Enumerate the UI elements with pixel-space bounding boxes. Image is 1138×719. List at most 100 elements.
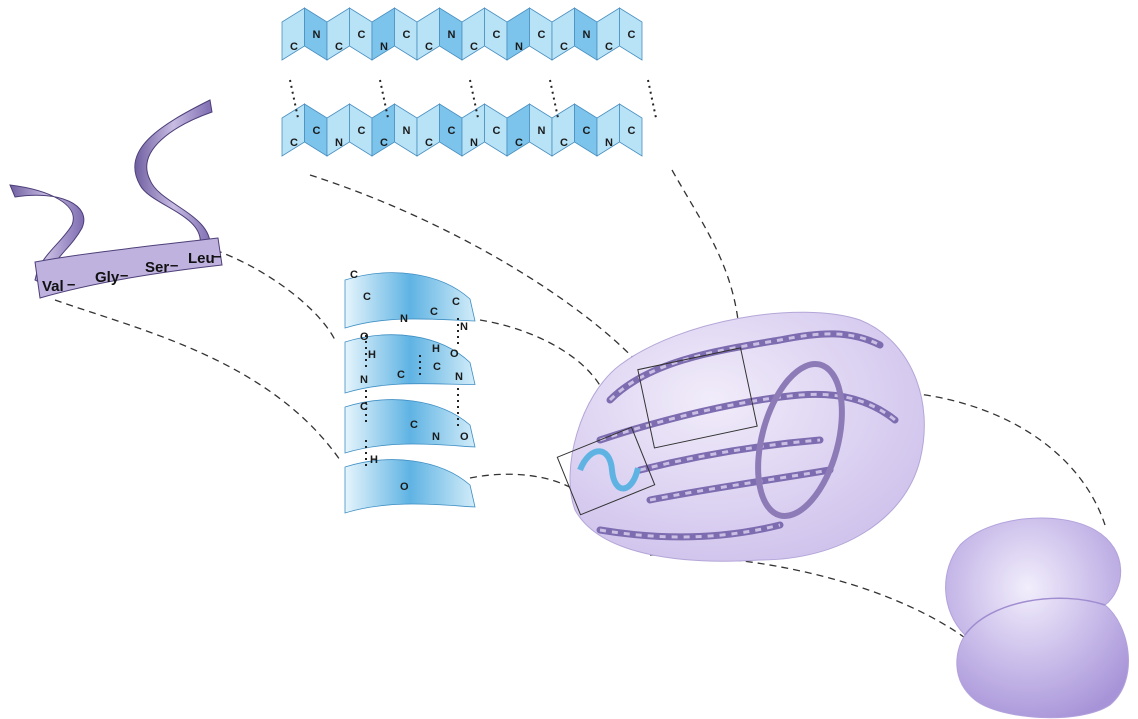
helix-atom: N <box>455 371 463 383</box>
sheet-atom: C <box>515 137 523 149</box>
helix-atom: N <box>460 321 468 333</box>
protein-ribbon <box>606 330 884 404</box>
sheet-atom: N <box>403 125 411 137</box>
helix-atom: N <box>360 374 368 386</box>
sheet-atom: N <box>380 41 388 53</box>
sheet-atom: C <box>335 41 343 53</box>
helix-atom: C <box>430 306 438 318</box>
helix-turn <box>344 334 476 394</box>
sheet-pleat <box>619 103 643 157</box>
protein-ribbon-highlight <box>599 523 781 539</box>
residue-labels: Val–Gly–Ser–Leu– <box>42 248 221 295</box>
sheet-atom: C <box>560 137 568 149</box>
quaternary-structure <box>945 517 1129 719</box>
protein-ribbon-highlight <box>599 392 896 442</box>
connector-protein-to-quat-top <box>899 391 1106 526</box>
helix-atom: H <box>432 343 440 355</box>
residue-3: Leu <box>188 250 215 267</box>
sheet-atom: C <box>448 125 456 137</box>
sheet-atom: N <box>335 137 343 149</box>
helix-atom: C <box>350 269 358 281</box>
subunit-blob-icon <box>945 517 1129 719</box>
sheet-atom: N <box>583 29 591 41</box>
sheet-atom: N <box>538 125 546 137</box>
helix-atom: H <box>368 349 376 361</box>
connector-protein-to-quat-bottom <box>649 554 969 641</box>
sheet-atom: C <box>358 29 366 41</box>
primary-structure: Val–Gly–Ser–Leu– <box>9 99 223 299</box>
sheet-atom: C <box>425 41 433 53</box>
hydrogen-bond <box>469 79 479 119</box>
tertiary-structure <box>556 311 925 562</box>
helix-atom: C <box>452 296 460 308</box>
helix-atom: C <box>410 419 418 431</box>
connector-helix-to-protein-top <box>479 319 606 396</box>
sheet-atom: N <box>605 137 613 149</box>
sheet-atom: C <box>425 137 433 149</box>
residue-separator: – <box>213 248 221 265</box>
sheet-atom: N <box>515 41 523 53</box>
residue-1: Gly <box>95 269 120 286</box>
helix-turn <box>344 399 476 454</box>
sheet-atom: C <box>628 29 636 41</box>
helix-atom: O <box>360 331 369 343</box>
residue-separator: – <box>67 276 75 293</box>
protein-ribbon-highlight <box>639 438 821 472</box>
sheet-atom: C <box>628 125 636 137</box>
connector-helix-to-protein-bottom <box>469 473 576 491</box>
sheet-atom: N <box>313 29 321 41</box>
residue-separator: – <box>120 267 128 284</box>
connector-primary-to-helix-top <box>214 249 336 341</box>
tertiary-ribbons <box>577 330 899 541</box>
protein-ribbon-highlight <box>649 468 831 502</box>
helix-turn <box>344 459 476 514</box>
sheet-atom: C <box>493 125 501 137</box>
helix-hydrogen-bonds <box>365 318 459 470</box>
sheet-highlight-box <box>637 347 758 449</box>
helix-atom: C <box>360 401 368 413</box>
sheet-atom: C <box>290 41 298 53</box>
sheet-atom: C <box>403 29 411 41</box>
hydrogen-bond <box>379 79 389 119</box>
connector-sheet-to-protein-right <box>671 169 739 321</box>
helix-atom: C <box>433 361 441 373</box>
helix-atom: N <box>432 431 440 443</box>
protein-loop <box>755 361 845 519</box>
helix-atom: C <box>397 369 405 381</box>
hydrogen-bond <box>289 79 299 119</box>
helix-atom: H <box>370 454 378 466</box>
sheet-atom: C <box>313 125 321 137</box>
residue-separator: – <box>170 257 178 274</box>
beta-hydrogen-bonds <box>289 79 657 119</box>
protein-helix-segment <box>577 448 641 492</box>
sheet-atom: N <box>448 29 456 41</box>
sheet-pleat <box>619 7 643 61</box>
helix-turn <box>344 272 476 329</box>
sheet-atom: C <box>358 125 366 137</box>
helix-atom: N <box>400 313 408 325</box>
ribbon-icon <box>134 99 213 251</box>
connector-primary-to-helix-bottom <box>54 299 341 461</box>
helix-highlight-box <box>556 426 656 516</box>
hydrogen-bond <box>549 79 559 119</box>
sheet-atom: C <box>470 41 478 53</box>
helix-atom: O <box>450 348 459 360</box>
helix-atom: O <box>460 431 469 443</box>
sheet-atom: C <box>493 29 501 41</box>
folded-protein-icon <box>569 311 925 562</box>
residue-0: Val <box>42 278 64 295</box>
helix-bands <box>344 272 476 514</box>
sheet-atom: C <box>380 137 388 149</box>
sheet-atom: C <box>290 137 298 149</box>
sheet-atom: C <box>538 29 546 41</box>
hydrogen-bond <box>647 79 657 119</box>
helix-atom: C <box>363 291 371 303</box>
sheet-atom: C <box>560 41 568 53</box>
